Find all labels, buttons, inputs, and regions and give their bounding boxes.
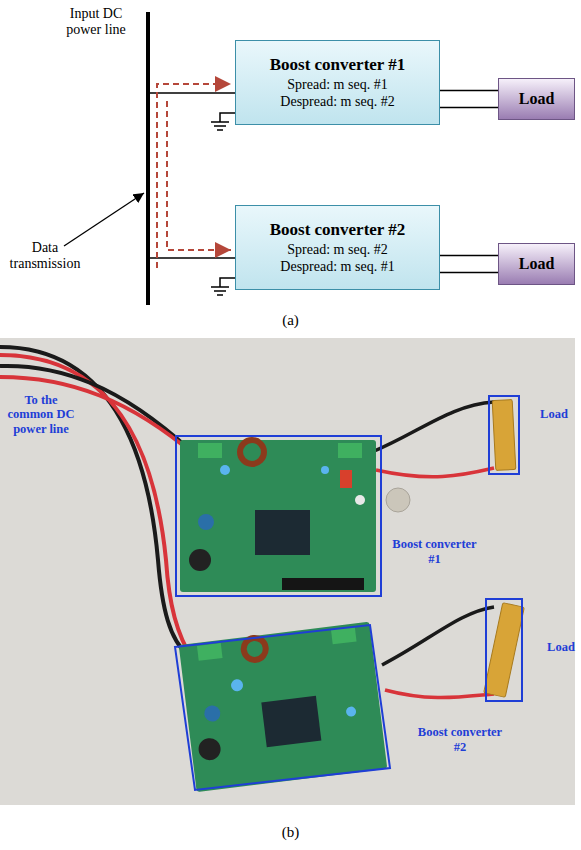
terminal-block bbox=[198, 443, 222, 458]
capacitor bbox=[203, 705, 221, 723]
resistor-load bbox=[492, 400, 516, 471]
coin bbox=[386, 488, 410, 512]
board-outline: Boost converter #1 bbox=[175, 435, 382, 597]
node-title: Boost converter #1 bbox=[270, 54, 406, 75]
capacitor bbox=[198, 514, 214, 530]
cable bbox=[0, 355, 193, 660]
chip bbox=[261, 696, 321, 747]
load-box: Load bbox=[498, 78, 575, 120]
converter-box: Boost converter #2Spread: m seq. #2Despr… bbox=[235, 205, 440, 290]
inductor bbox=[242, 637, 267, 662]
node-title: Boost converter #2 bbox=[270, 219, 406, 240]
tilted-outline bbox=[175, 625, 390, 790]
wire-pair bbox=[440, 256, 498, 273]
pcb bbox=[180, 440, 376, 592]
node-title: Load bbox=[519, 90, 555, 108]
terminal-block bbox=[197, 643, 223, 661]
ground-symbol bbox=[211, 278, 235, 295]
pointer-arrow bbox=[64, 193, 144, 246]
chip bbox=[255, 510, 310, 555]
led bbox=[230, 679, 243, 692]
node-body: Spread: m seq. #2 bbox=[287, 241, 387, 259]
outline-shape bbox=[175, 625, 390, 790]
load-box: Load bbox=[498, 243, 575, 285]
load-outline: Load bbox=[485, 598, 523, 702]
feed-wire bbox=[150, 257, 235, 259]
node-title: Boost converter #2 bbox=[415, 725, 505, 755]
panel-label: (a) bbox=[0, 312, 581, 329]
line-label: Input DC power line bbox=[55, 6, 137, 38]
data-path-arrow bbox=[167, 101, 231, 250]
node-body: Spread: m seq. #1 bbox=[287, 76, 387, 94]
annotation: Data transmission bbox=[5, 240, 85, 272]
feed-wire bbox=[150, 92, 235, 94]
photo-label: To the common DC power line bbox=[2, 393, 80, 436]
node-body: Despread: m seq. #2 bbox=[280, 93, 394, 111]
node-title: Load bbox=[519, 255, 555, 273]
load-outline: Load bbox=[488, 395, 520, 475]
capacitor bbox=[197, 737, 222, 762]
cable bbox=[372, 402, 494, 452]
power-line bbox=[146, 12, 150, 305]
terminal-block bbox=[338, 443, 362, 458]
converter-box: Boost converter #1Spread: m seq. #1Despr… bbox=[235, 40, 440, 125]
pcb bbox=[179, 622, 388, 792]
led bbox=[220, 465, 230, 475]
cable bbox=[376, 468, 494, 477]
button bbox=[355, 495, 365, 505]
circuit-board bbox=[180, 440, 376, 592]
node-body: Despread: m seq. #1 bbox=[280, 258, 394, 276]
panel-label: (b) bbox=[0, 824, 581, 841]
led bbox=[321, 466, 329, 474]
ground-symbol bbox=[211, 113, 235, 130]
component bbox=[340, 470, 352, 488]
cable bbox=[385, 690, 494, 698]
board-outline: Boost converter #2 bbox=[175, 625, 390, 790]
data-path-arrow bbox=[157, 84, 231, 268]
resistor-load bbox=[484, 603, 525, 698]
wire-pair bbox=[440, 91, 498, 108]
capacitor bbox=[189, 549, 211, 571]
photo-background bbox=[0, 338, 575, 805]
cable bbox=[382, 607, 494, 665]
node-title: Boost converter #1 bbox=[392, 537, 477, 567]
node-title: Load bbox=[543, 640, 579, 655]
circuit-board bbox=[179, 622, 388, 792]
led bbox=[346, 706, 357, 717]
node-title: Load bbox=[534, 407, 574, 422]
inductor bbox=[240, 440, 264, 464]
cable bbox=[0, 377, 196, 456]
pin-header bbox=[282, 578, 364, 590]
